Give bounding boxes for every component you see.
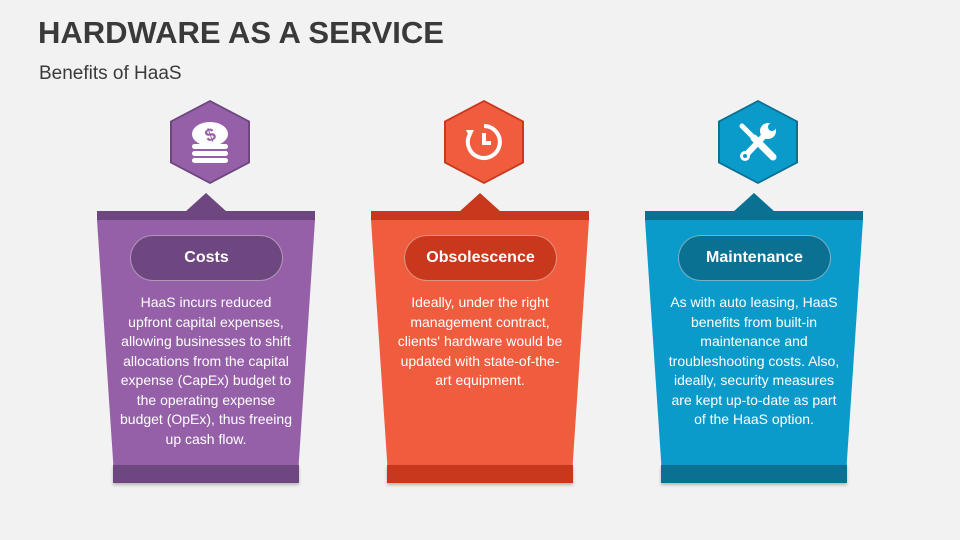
maintenance-text: As with auto leasing, HaaS benefits from… xyxy=(668,294,840,427)
card-maintenance: Maintenance As with auto leasing, HaaS b… xyxy=(645,0,863,540)
page-title: HARDWARE AS A SERVICE xyxy=(38,15,444,50)
obsolescence-heading: Obsolescence xyxy=(404,235,557,281)
clock-refresh-icon xyxy=(446,102,522,182)
card-costs: $ Costs HaaS incurs reduced upfront capi… xyxy=(97,0,315,540)
costs-heading: Costs xyxy=(130,235,283,281)
costs-text: HaaS incurs reduced upfront capital expe… xyxy=(120,294,292,447)
obsolescence-text: Ideally, under the right management cont… xyxy=(397,294,563,388)
tools-icon xyxy=(720,102,796,182)
coins-dollar-icon: $ xyxy=(172,102,248,182)
maintenance-heading: Maintenance xyxy=(678,235,831,281)
card-obsolescence: Obsolescence Ideally, under the right ma… xyxy=(371,0,589,540)
page-subtitle: Benefits of HaaS xyxy=(39,63,182,84)
